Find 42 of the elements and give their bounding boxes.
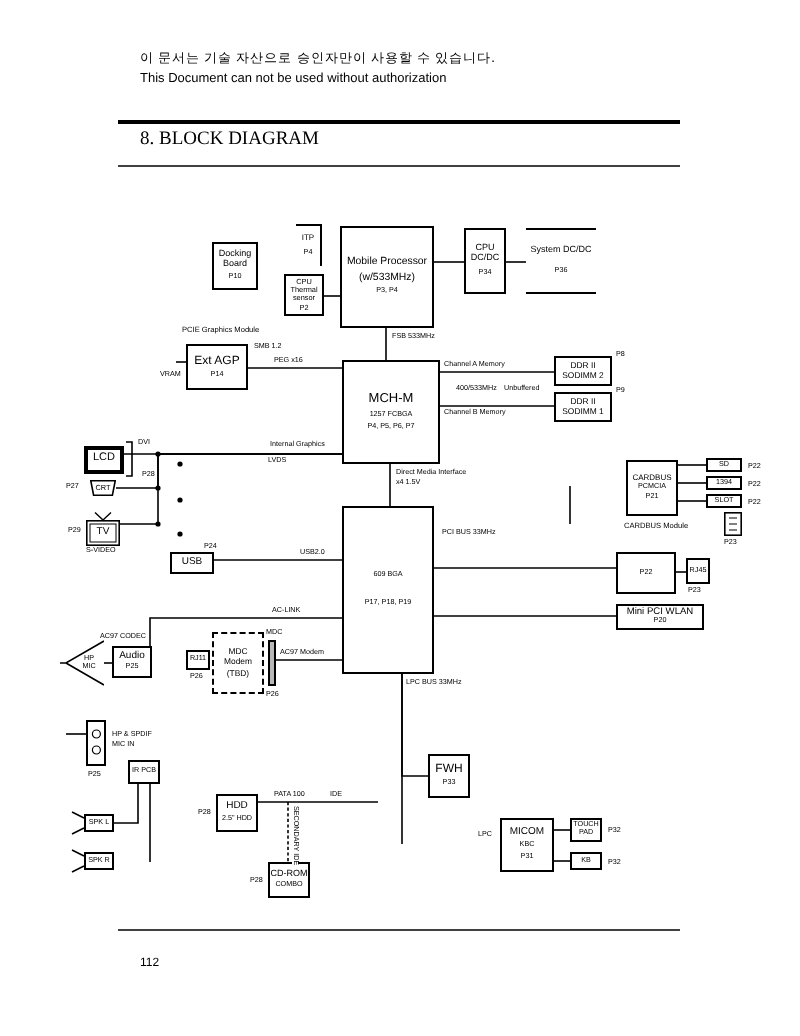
connector-line [677,464,707,466]
connector-line [149,783,151,863]
block-box [284,274,324,316]
module-box [616,604,704,630]
connector-line [103,662,113,664]
connector-line [433,567,617,569]
connector-line [389,463,391,507]
speaker-box [84,814,114,832]
connector-line [505,261,527,263]
connector-line [553,829,571,831]
chip-box [342,360,440,464]
page-title: 8. BLOCK DIAGRAM [140,132,319,151]
connector-line [439,405,555,407]
connector-line [149,617,343,647]
connector-line [401,673,403,845]
connector-line [275,659,343,661]
connector-line [65,733,87,735]
connector-line [323,295,341,297]
block-box [212,242,258,290]
chip-box [340,226,434,328]
connector-line [257,801,379,803]
connector-line [433,615,617,617]
connector-line [677,482,707,484]
connector-line [675,571,687,573]
connector-line [385,327,387,361]
connector-line [677,500,707,502]
connector-line [553,860,571,862]
module-box [212,632,264,694]
connector-line [213,559,343,561]
block-box [464,228,506,294]
block-box [128,760,160,784]
jack-symbol [60,640,104,686]
connector-line [439,371,555,373]
connector-line [119,453,343,525]
chip-box [616,552,676,594]
speaker-box [84,852,114,870]
connector-line [113,783,139,824]
connector-line [247,367,343,369]
chip-box [428,754,470,798]
connector-line [433,261,465,263]
connector-line [287,801,289,863]
chip-box [500,818,554,872]
